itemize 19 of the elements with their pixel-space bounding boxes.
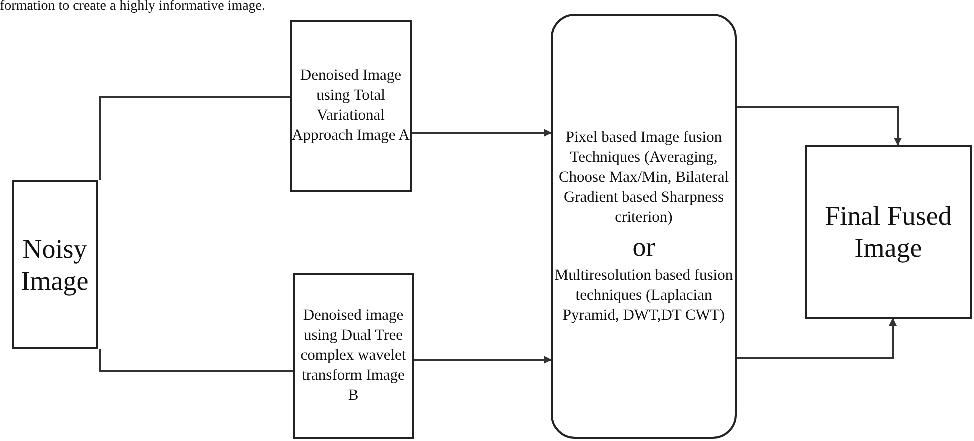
box-text: Multiresolution based fusion techniques (Laplacian Pyramid, DWT,DT CWT) xyxy=(554,266,734,326)
box-text: Noisy Image xyxy=(20,232,90,296)
box-text: Pixel based Image fusion Techniques (Averaging, Choose Max/Min, Bilateral Gradient based Sharpness criterion) xyxy=(558,128,730,228)
connector-line xyxy=(99,349,293,372)
rounded-process-box xyxy=(551,14,737,439)
process-box xyxy=(293,273,414,439)
process-box xyxy=(805,145,972,319)
connector-word: or xyxy=(632,230,656,264)
arrow xyxy=(412,129,552,137)
connector-line xyxy=(99,96,290,180)
box-text: Denoised Image using Total Variational Approach Image A xyxy=(292,66,410,146)
box-text: Final Fused Image xyxy=(824,200,953,264)
process-box xyxy=(12,180,98,349)
arrow xyxy=(737,106,902,146)
arrow xyxy=(414,356,552,364)
arrow xyxy=(737,318,897,359)
process-box xyxy=(290,20,412,192)
box-text: Denoised image using Dual Tree complex wavelet transform Image B xyxy=(300,306,408,406)
body-text: formation to create a highly informative image. xyxy=(0,0,266,14)
